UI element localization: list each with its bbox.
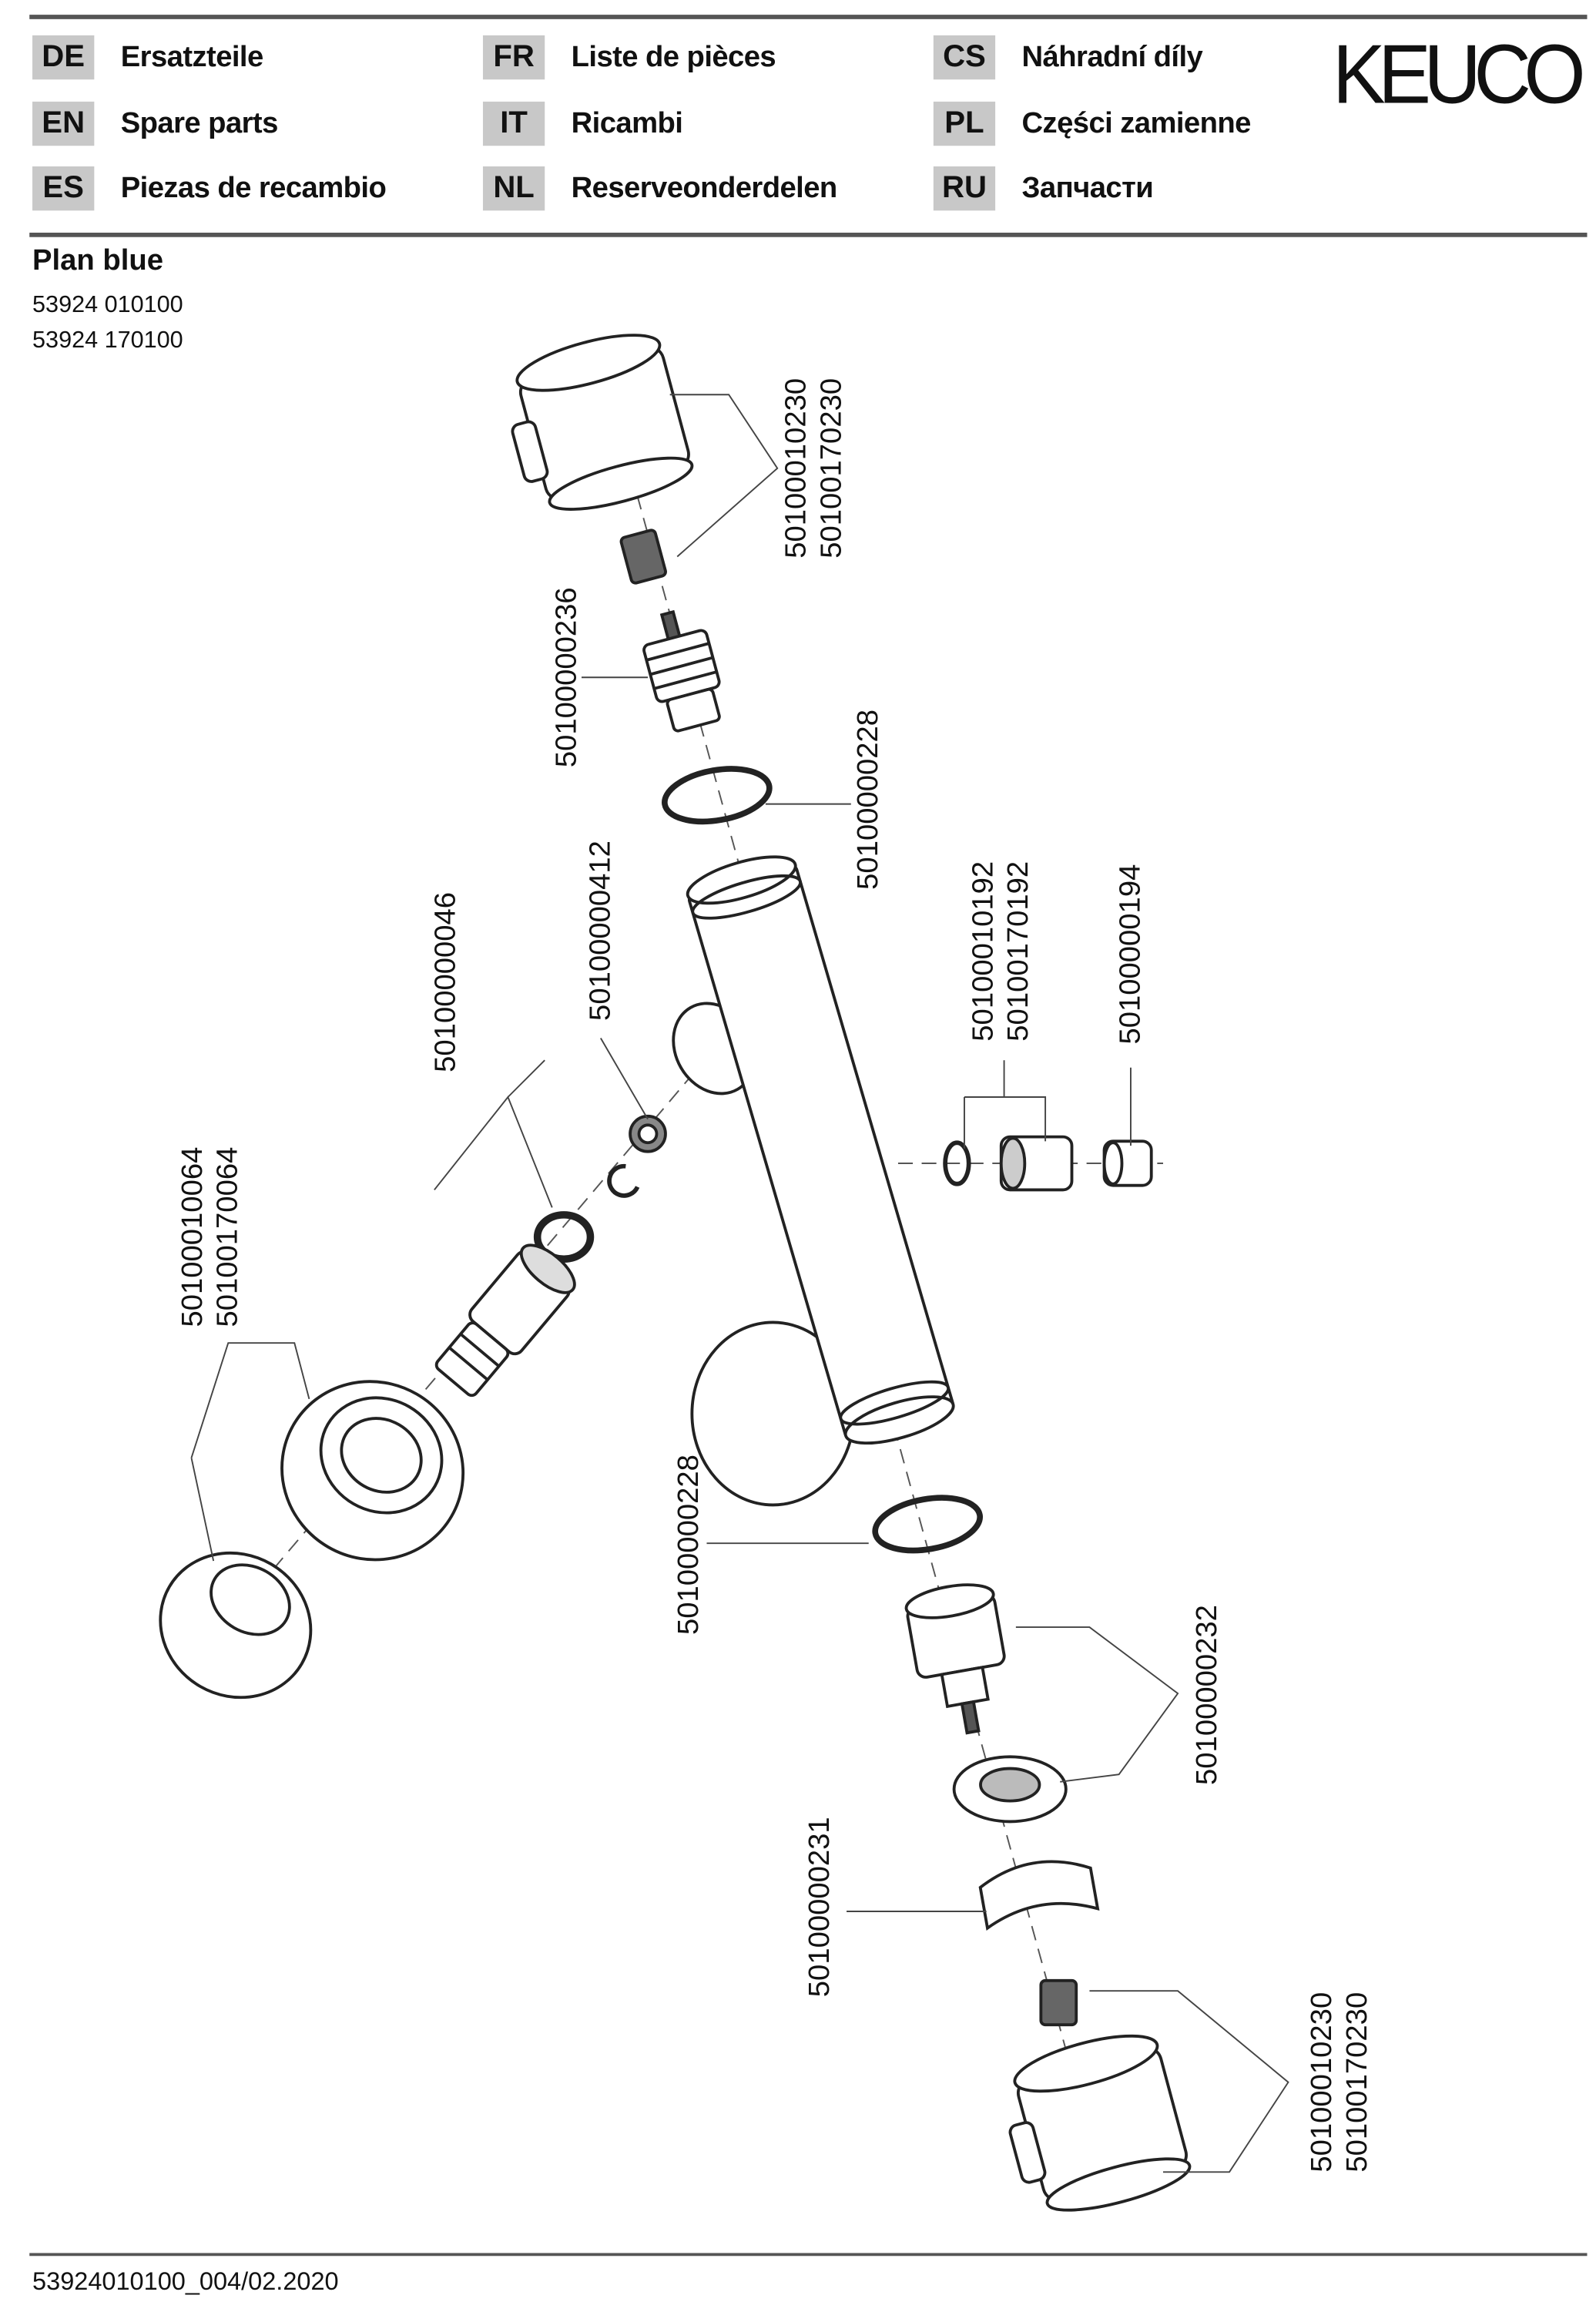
part-number: 50100170230	[815, 378, 848, 559]
part-number: 50100170192	[1002, 861, 1035, 1042]
article-number: 53924 010100	[32, 293, 183, 318]
lang-code: RU	[933, 166, 996, 211]
lang-label: Części zamienne	[1021, 106, 1252, 139]
part-label-stop-ring: 50100000231	[803, 1817, 838, 1997]
lang-code: IT	[482, 101, 545, 146]
part-number: 50100000228	[672, 1455, 706, 1635]
part-number: 50100000046	[430, 891, 463, 1072]
lang-code: NL	[482, 166, 545, 211]
lang-code: ES	[32, 166, 95, 211]
temperature-stop-ring	[978, 1860, 1100, 1931]
escutcheon	[159, 1551, 313, 1700]
lang-label: Spare parts	[120, 106, 279, 139]
flow-cartridge	[904, 1583, 1006, 1735]
lang-label: Liste de pièces	[571, 40, 776, 73]
part-number: 50100000231	[803, 1817, 837, 1998]
footer-divider	[29, 2253, 1588, 2257]
lang-en: EN Spare parts	[32, 101, 279, 146]
lang-code: CS	[933, 35, 996, 80]
part-number: 50100010192	[967, 861, 1000, 1042]
lang-code: PL	[933, 101, 996, 146]
bottom-adapter	[1039, 1978, 1078, 2027]
lang-label: Náhradní díly	[1021, 40, 1203, 73]
seal-ring-lower	[872, 1495, 984, 1554]
header-divider	[29, 233, 1588, 237]
part-number: 50100000228	[852, 709, 885, 890]
part-number: 50100170230	[1341, 1992, 1374, 2173]
top-divider	[29, 15, 1588, 19]
lang-code: EN	[32, 101, 95, 146]
part-number: 50100000232	[1191, 1605, 1224, 1785]
lang-label: Ricambi	[571, 106, 683, 139]
top-adapter	[619, 529, 667, 585]
part-label-side-cap: 50100000194	[1113, 864, 1148, 1045]
part-label-cartridge: 50100000236	[549, 587, 585, 767]
keuco-logo: KEUCO	[1332, 29, 1586, 122]
top-handle-knob	[511, 334, 694, 511]
s-union-connector	[434, 1243, 576, 1398]
lang-fr: FR Liste de pièces	[482, 35, 776, 80]
lang-cs: CS Náhradní díly	[933, 35, 1203, 80]
part-number: 50100010230	[1306, 1992, 1339, 2173]
lang-es: ES Piezas de recambio	[32, 166, 387, 211]
part-number: 50100000412	[584, 841, 617, 1021]
bottom-handle-knob	[1008, 2034, 1192, 2212]
lang-it: IT Ricambi	[482, 101, 683, 146]
article-number: 53924 170100	[32, 328, 183, 354]
leader-lines	[190, 394, 1289, 2173]
product-name: Plan blue	[32, 244, 163, 277]
side-o-ring	[943, 1140, 971, 1186]
branch-axis	[242, 1074, 693, 1606]
lang-label: Ersatzteile	[120, 40, 263, 73]
circlip	[607, 1163, 640, 1198]
part-label-seal-top: 50100000228	[851, 710, 887, 890]
part-number: 50100000194	[1114, 864, 1147, 1045]
part-number: 50100000236	[550, 587, 583, 768]
cover-ring	[952, 1755, 1068, 1824]
lang-label: Reserveonderdelen	[571, 171, 838, 204]
lang-pl: PL Części zamienne	[933, 101, 1252, 146]
seal-ring	[662, 766, 773, 825]
lang-nl: NL Reserveonderdelen	[482, 166, 838, 211]
part-label-clip: 50100000412	[583, 841, 619, 1021]
thermostatic-cartridge	[642, 609, 721, 733]
part-number: 50100010064	[176, 1146, 210, 1327]
side-cap	[1102, 1139, 1153, 1187]
lang-code: DE	[32, 35, 95, 80]
document-id: 53924010100_004/02.2020	[32, 2267, 339, 2296]
part-number: 50100170064	[212, 1146, 245, 1327]
lang-ru: RU Запчасти	[933, 166, 1154, 211]
part-label-flow-cartridge: 50100000232	[1189, 1605, 1225, 1785]
lang-code: FR	[482, 35, 545, 80]
part-number: 50100010230	[780, 378, 813, 559]
part-label-seal-bottom: 50100000228	[672, 1455, 707, 1635]
clip-412	[629, 1114, 667, 1153]
side-check-valve	[999, 1135, 1074, 1192]
thermostat-body	[686, 855, 955, 1445]
part-label-s-union: 50100000046	[428, 892, 464, 1072]
washer	[533, 1211, 595, 1263]
lang-de: DE Ersatzteile	[32, 35, 263, 80]
wall-rosette	[280, 1380, 465, 1562]
lang-label: Запчасти	[1021, 171, 1154, 204]
lang-label: Piezas de recambio	[120, 171, 387, 204]
